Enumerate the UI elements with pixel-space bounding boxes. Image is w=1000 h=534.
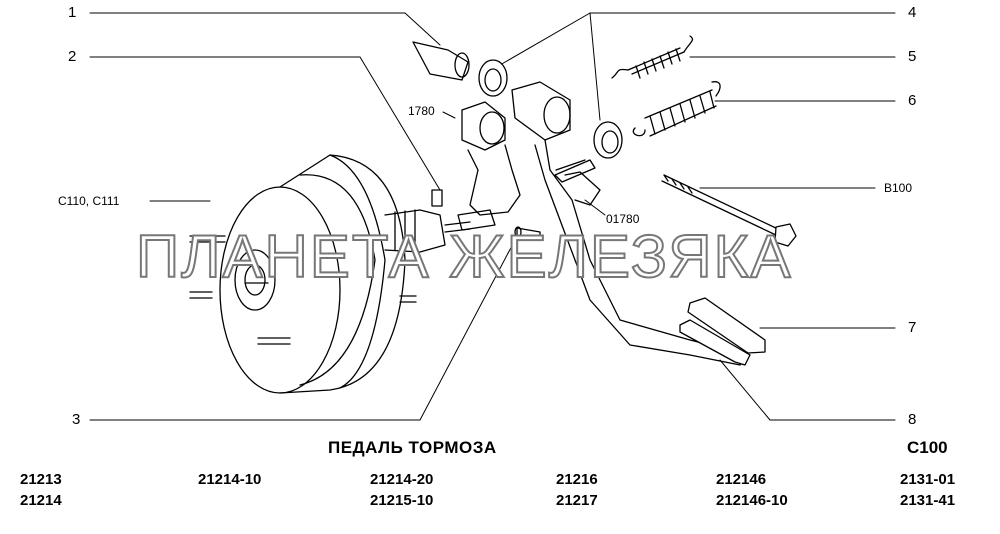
callout-7: 7: [908, 319, 917, 336]
model-code: 212146-10: [716, 492, 788, 509]
callout-3: 3: [72, 411, 81, 428]
bushings: [412, 41, 623, 241]
page-code: C100: [907, 438, 948, 457]
vacuum-booster: [189, 154, 496, 394]
model-code: 21214: [20, 492, 62, 509]
callout-4: 4: [908, 4, 917, 21]
model-code: 2131-01: [900, 471, 956, 488]
model-code: 21216: [556, 471, 598, 488]
ref-c110-c111: C110, C111: [58, 194, 120, 208]
model-code: 21217: [556, 492, 598, 509]
model-code: 2131-41: [900, 492, 956, 509]
callout-2: 2: [68, 48, 77, 65]
pedal-pad: [679, 297, 766, 366]
ref-1780: 1780: [408, 104, 435, 118]
model-code: 21214-10: [198, 471, 262, 488]
spring-6: [632, 81, 721, 137]
model-code: 212146: [716, 471, 767, 488]
callout-5: 5: [908, 48, 917, 65]
model-code: 21214-20: [370, 471, 434, 488]
callout-8: 8: [908, 411, 917, 428]
watermark: ПЛАНЕТА ЖЕЛЕЗЯКА: [135, 222, 793, 291]
spring-5: [611, 35, 694, 79]
leader-lines: [89, 12, 896, 421]
bolt-b100: [661, 174, 797, 247]
model-code: 21213: [20, 471, 62, 488]
ref-b100: B100: [884, 181, 913, 195]
ref-01780: 01780: [606, 212, 640, 226]
callout-6: 6: [908, 92, 917, 109]
callout-1: 1: [68, 4, 77, 21]
model-code: 21215-10: [370, 492, 434, 509]
diagram-title: ПЕДАЛЬ ТОРМОЗА: [328, 438, 497, 457]
